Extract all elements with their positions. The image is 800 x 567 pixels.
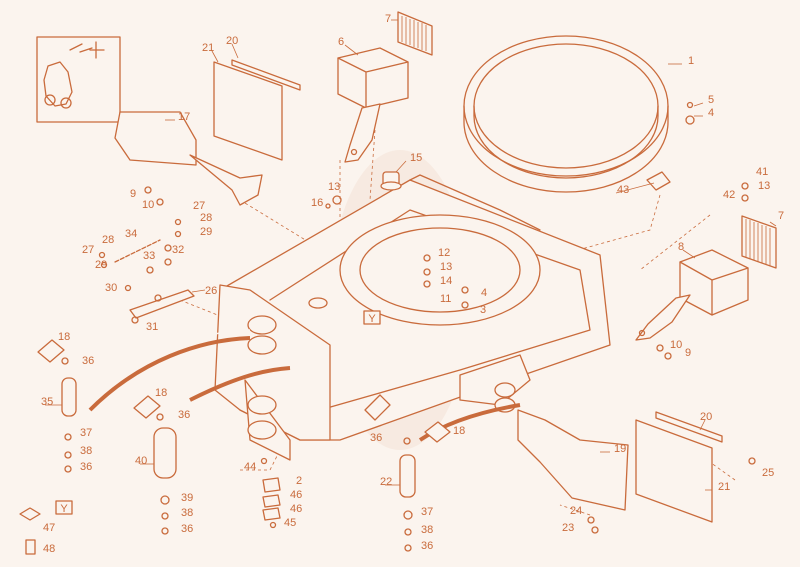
part-label-l15: 15 <box>410 152 422 164</box>
part-label-l27b: 27 <box>193 200 205 212</box>
part-label-l20a: 20 <box>226 35 238 47</box>
part-label-l38a: 38 <box>80 445 92 457</box>
part-label-l17: 17 <box>178 111 190 123</box>
part-label-l16: 16 <box>311 197 323 209</box>
rubber-mount-15 <box>380 171 402 191</box>
part-label-l21b: 21 <box>718 481 730 493</box>
part-label-l22: 22 <box>380 476 392 488</box>
part-label-l42: 42 <box>723 189 735 201</box>
part-label-l19: 19 <box>614 443 626 455</box>
chain-34 <box>114 239 161 263</box>
part-label-l1: 1 <box>688 55 694 67</box>
part-label-l31: 31 <box>146 321 158 333</box>
part-label-l9b: 9 <box>685 347 691 359</box>
grille-panel-7 <box>397 11 433 56</box>
part-number-labels: 1234456778991010111213131314151617181818… <box>41 13 784 555</box>
duct-17 <box>114 111 263 206</box>
part-label-l13a: 13 <box>328 181 340 193</box>
part-label-l18a: 18 <box>58 331 70 343</box>
part-label-l29a: 29 <box>95 259 107 271</box>
accumulators <box>19 339 451 555</box>
part-label-l30: 30 <box>105 282 117 294</box>
plate-43 <box>646 171 671 191</box>
part-label-l32: 32 <box>172 244 184 256</box>
grille-panel-7-right <box>741 215 777 269</box>
part-label-l7b: 7 <box>778 210 784 222</box>
part-label-l36f: 36 <box>421 540 433 552</box>
part-label-l44: 44 <box>244 461 256 473</box>
part-label-l38b: 38 <box>181 507 193 519</box>
duct-19 <box>517 409 629 511</box>
part-label-l6: 6 <box>338 36 344 48</box>
cover-plate-21-right <box>635 411 723 523</box>
part-label-l36e: 36 <box>370 432 382 444</box>
part-label-l43: 43 <box>617 184 629 196</box>
part-label-l36d: 36 <box>181 523 193 535</box>
part-label-l27a: 27 <box>82 244 94 256</box>
part-label-l40: 40 <box>135 455 147 467</box>
bracket-box-6 <box>337 47 409 163</box>
part-label-l13b: 13 <box>440 261 452 273</box>
part-label-l29b: 29 <box>200 226 212 238</box>
part-label-l9a: 9 <box>130 188 136 200</box>
leader-lines <box>45 19 777 491</box>
part-label-l8: 8 <box>678 241 684 253</box>
part-label-l36a: 36 <box>82 355 94 367</box>
part-label-l38c: 38 <box>421 524 433 536</box>
part-label-l34: 34 <box>125 228 137 240</box>
part-label-l48: 48 <box>43 543 55 555</box>
link-26 <box>129 289 195 319</box>
part-label-l2: 2 <box>296 475 302 487</box>
part-label-l18c: 18 <box>453 425 465 437</box>
part-label-l39: 39 <box>181 492 193 504</box>
part-label-l36b: 36 <box>80 461 92 473</box>
part-label-l35: 35 <box>41 396 53 408</box>
part-label-l4b: 4 <box>481 287 487 299</box>
part-label-l10b: 10 <box>670 339 682 351</box>
main-frame <box>214 174 611 461</box>
part-label-l3: 3 <box>480 304 486 316</box>
slewing-ring <box>463 35 669 193</box>
part-label-l36c: 36 <box>178 409 190 421</box>
bracket-box-8 <box>635 249 749 341</box>
part-label-l5: 5 <box>708 94 714 106</box>
part-label-l20b: 20 <box>700 411 712 423</box>
view-marker-inset: Y <box>60 503 68 515</box>
fasteners <box>61 101 756 552</box>
part-label-l25: 25 <box>762 467 774 479</box>
part-label-l11: 11 <box>440 293 451 305</box>
part-label-l41: 41 <box>756 166 768 178</box>
part-label-l14: 14 <box>440 275 452 287</box>
part-label-l28a: 28 <box>102 234 114 246</box>
part-label-l47: 47 <box>43 522 55 534</box>
part-label-l24: 24 <box>570 505 582 517</box>
inset-overview <box>36 36 121 123</box>
part-label-l28b: 28 <box>200 212 212 224</box>
part-label-l4a: 4 <box>708 107 714 119</box>
part-label-l37b: 37 <box>421 506 433 518</box>
part-label-l23: 23 <box>562 522 574 534</box>
view-marker-y: Y Y <box>55 310 381 515</box>
view-marker-main: Y <box>368 313 376 325</box>
cover-plate-21 <box>213 59 301 161</box>
part-label-l26: 26 <box>205 285 217 297</box>
part-label-l7a: 7 <box>385 13 391 25</box>
part-label-l37a: 37 <box>80 427 92 439</box>
part-label-l21a: 21 <box>202 42 214 54</box>
part-label-l45: 45 <box>284 517 296 529</box>
part-label-l13c: 13 <box>758 180 770 192</box>
part-label-l10a: 10 <box>142 199 154 211</box>
part-label-l46a: 46 <box>290 489 302 501</box>
part-label-l18b: 18 <box>155 387 167 399</box>
part-label-l46b: 46 <box>290 503 302 515</box>
part-label-l33: 33 <box>143 250 155 262</box>
part-label-l12: 12 <box>438 247 450 259</box>
